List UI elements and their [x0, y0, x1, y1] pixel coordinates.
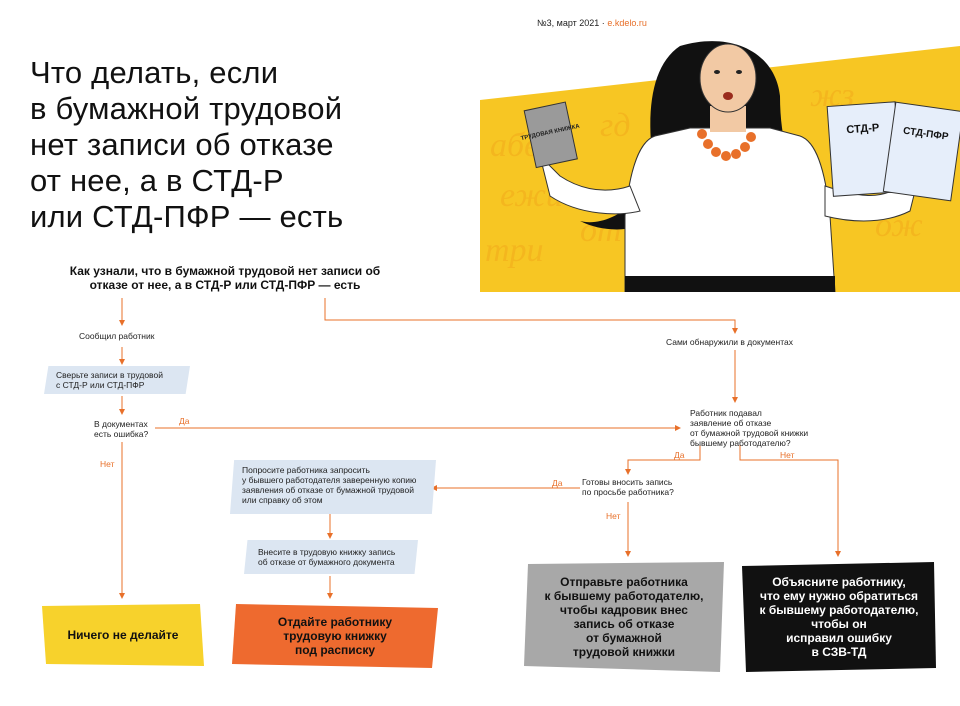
- book-icon: ТРУДОВАЯ КНИЖКА: [520, 101, 581, 169]
- svg-text:три: три: [485, 232, 544, 269]
- enter-record-step: Внесите в трудовую книжку запись об отка…: [244, 540, 418, 574]
- mouth: [723, 92, 733, 100]
- branch-reported-by-employee: Сообщил работник: [79, 331, 155, 341]
- left-arm: [539, 154, 641, 215]
- face: [699, 43, 757, 113]
- outcome-give-book: Отдайте работнику трудовую книжку под ра…: [232, 604, 438, 668]
- outcome-do-nothing: Ничего не делайте: [42, 604, 204, 666]
- outcome-explain-to-employee: Объясните работнику, что ему нужно обрат…: [742, 562, 936, 672]
- check-records-step: Сверьте записи в трудовой с СТД-Р или СТ…: [44, 366, 190, 394]
- issue-label: №3, март 2021 ·: [537, 18, 608, 28]
- necklace: [697, 129, 756, 161]
- ready-question: Готовы вносить запись по просьбе работни…: [582, 477, 674, 497]
- applied-question: Работник подавал заявление об отказе от …: [690, 408, 809, 448]
- page-title: Что делать, если в бумажной трудовой нет…: [30, 55, 344, 234]
- branch-found-in-documents: Сами обнаружили в документах: [666, 337, 793, 347]
- site-link[interactable]: e.kdelo.ru: [607, 18, 647, 28]
- issue-header: №3, март 2021 · e.kdelo.ru: [537, 18, 647, 28]
- label-yes-2: Да: [674, 450, 685, 460]
- label-no-2: Нет: [780, 450, 795, 460]
- document-std-pfr-icon: СТД-ПФР: [882, 101, 960, 202]
- belt: [625, 276, 835, 292]
- label-yes-3: Да: [552, 478, 563, 488]
- label-no-3: Нет: [606, 511, 621, 521]
- ask-copy-step: Попросите работника запросить у бывшего …: [230, 460, 436, 514]
- svg-text:гд: гд: [600, 107, 630, 144]
- label-no-1: Нет: [100, 459, 115, 469]
- svg-text:СТД-Р: СТД-Р: [846, 122, 880, 136]
- outcome-send-to-former-employer: Отправьте работника к бывшему работодате…: [524, 562, 724, 672]
- label-yes-1: Да: [179, 416, 190, 426]
- error-question: В документах есть ошибка?: [94, 419, 149, 439]
- main-question: Как узнали, что в бумажной трудовой нет …: [69, 264, 381, 292]
